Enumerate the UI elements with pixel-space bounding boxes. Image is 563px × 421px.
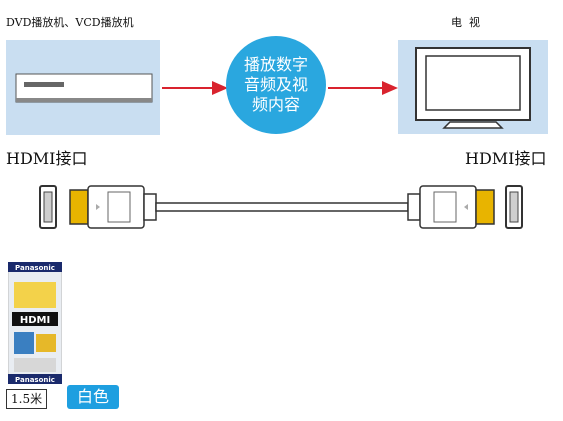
center-bubble-text: 播放数字音频及视频内容 xyxy=(243,55,308,114)
target-port-label: HDMI接口 xyxy=(465,149,547,168)
hdmi-port-icon xyxy=(505,185,523,229)
source-device-panel xyxy=(6,40,160,135)
product-package-image: Panasonic HDMI Panasonic xyxy=(8,262,62,384)
cable-line xyxy=(155,202,409,212)
package-logo: HDMI xyxy=(20,315,50,326)
hdmi-connector-icon xyxy=(69,185,157,229)
hdmi-port-icon xyxy=(39,185,57,229)
dvd-player-icon xyxy=(15,73,153,103)
cable-color-tag: 白色 xyxy=(67,385,119,409)
package-brand-bottom: Panasonic xyxy=(15,376,55,384)
arrow-right-icon xyxy=(162,81,228,95)
package-brand-top: Panasonic xyxy=(15,264,55,272)
source-port-label: HDMI接口 xyxy=(6,149,88,168)
arrow-right-icon xyxy=(328,81,398,95)
center-bubble: 播放数字音频及视频内容 xyxy=(226,36,326,134)
tv-icon xyxy=(415,47,531,129)
source-device-title: DVD播放机、VCD播放机 xyxy=(6,16,134,29)
target-device-title: 电 视 xyxy=(451,16,480,29)
hdmi-cable-diagram xyxy=(39,185,523,229)
cable-length-tag: 1.5米 xyxy=(6,389,48,409)
target-device-panel xyxy=(398,40,548,134)
hdmi-connector-icon xyxy=(407,185,495,229)
